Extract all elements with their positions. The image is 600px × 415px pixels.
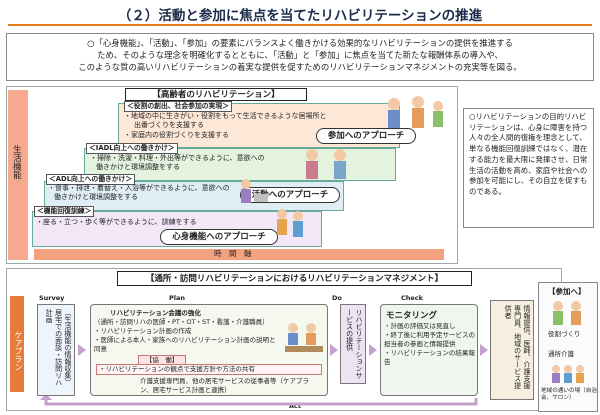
arrow-do-to-check — [369, 344, 377, 356]
stage-do: Do — [332, 294, 342, 302]
care-plan-label: ケアプラン — [10, 296, 24, 392]
iadl-layer-text: ・掃除・洗濯・料理・外出等ができるように、意欲への 働きかけと環境調整をする — [90, 154, 330, 173]
summary-line-1: ○「心身機能」、「活動」、「参加」の要素にバランスよく働きかける効果的なリハビリ… — [87, 38, 513, 48]
stage-survey: Survey — [39, 294, 65, 302]
adl-text-2: 働きかけと環境調整をする — [54, 193, 138, 202]
vertical-axis-label: 生活機能 — [11, 145, 22, 179]
community-place-label: 地域の通いの場（自治会、サロン） — [541, 388, 597, 402]
participation-text-3: ・家庭内の役割づくりを支援する — [124, 130, 229, 139]
elderly-rehab-header: 【高齢者のリハビリテーション】 — [125, 88, 307, 101]
participation-text-2: 出番づくりを支援する — [134, 121, 204, 130]
community-illustration — [552, 365, 584, 383]
role-illustration — [553, 301, 581, 325]
function-approach-pill: 心身機能へのアプローチ — [160, 229, 278, 245]
participation-approach-pill: 参加へのアプローチ — [316, 128, 416, 144]
check-box — [380, 304, 478, 396]
function-layer-label: ＜機能回復訓練＞ — [34, 206, 95, 217]
stage-act: Act — [289, 402, 301, 410]
iadl-text-2: 働きかけと環境調整をする — [96, 163, 180, 172]
time-axis: 時 間 軸 — [34, 249, 444, 260]
participation-layer-label: ＜役割の創出、社会参加の実現＞ — [124, 101, 232, 112]
act-feedback-arrow — [40, 396, 478, 406]
adl-illustration — [241, 179, 268, 203]
role-creation-label: 役割づくり — [548, 330, 581, 338]
participation-layer-text: ・地域の中に生きがい・役割をもって生活できるような居場所と 出番づくりを支援する… — [124, 112, 404, 140]
stage-plan: Plan — [169, 294, 186, 302]
vertical-axis: 生活機能 — [8, 90, 28, 260]
activity-illustration — [306, 149, 346, 179]
participation-illustration — [388, 96, 443, 128]
participation-text-1: ・地域の中に生きがい・役割をもって生活できるような居場所と — [124, 112, 327, 120]
adl-layer-text: ・食事・排泄・着替え・入浴等ができるように、意欲への 働きかけと環境調整をする — [48, 184, 288, 203]
survey-box: （生活機能の情報収集）居宅での面談・訪問リハ計画 — [37, 304, 75, 396]
adl-text-1: ・食事・排泄・着替え・入浴等ができるように、意欲への — [48, 184, 230, 192]
monitoring-items: ・計画の評価又は見直し ・終了後に利用予定サービスの担当者の参画と情報提供 ・リ… — [384, 322, 476, 367]
time-axis-label: 時 間 軸 — [214, 249, 252, 258]
iadl-text-1: ・掃除・洗濯・料理・外出等ができるように、意欲への — [90, 154, 265, 162]
care-manager-text: 介護支援専門員、他の居宅サービスの従事者等（ケアプラン、居宅サービス計画と連携） — [140, 377, 309, 395]
participation-panel-title: 【参加へ】 — [548, 287, 586, 296]
rehab-purpose-note: ○リハビリテーションの目的リハビリテーションは、心身に障害を持つ人々の全人間的復… — [463, 108, 594, 228]
meeting-illustration — [285, 323, 323, 352]
iadl-layer-label: ＜IADL向上への働きかけ＞ — [86, 143, 178, 154]
plan-item-members: （通所・訪問リハの医師・PT・OT・ST・看護・介護職員） — [94, 318, 269, 326]
plan-items: （通所・訪問リハの医師・PT・OT・ST・看護・介護職員） ・リハビリテーション… — [94, 318, 280, 354]
function-illustration — [277, 209, 303, 237]
monitoring-item-evaluate: ・計画の評価又は見直し — [384, 322, 456, 330]
summary-line-3: このような質の高いリハビリテーションの着実な提供を促すためのリハビリテーションマ… — [78, 62, 522, 73]
summary-line-2: ため、そのような理念を明確化するとともに、「活動」と「参加」に焦点を当てた新たな… — [97, 50, 503, 61]
arrow-check-to-info — [480, 344, 488, 356]
rehab-diagram-frame — [6, 86, 458, 264]
plan-item-create: ・リハビリテーション計画の作成 — [94, 327, 192, 336]
day-care-label: 通所介護 — [548, 350, 574, 358]
page-title: （２）活動と参加に焦点を当てたリハビリテーションの推進 — [117, 8, 483, 24]
do-box: リハビリテーションサービスの提供 — [340, 304, 366, 384]
arrow-plan-to-do — [330, 344, 338, 356]
plan-item-consent: ・医師による本人・家族へのリハビリテーション計画の説明と同意 — [94, 336, 276, 354]
monitoring-title: モニタリング — [386, 311, 438, 321]
info-provision-box: 情報提供、医師、介護支援専門員、地域のサービス提供者 — [490, 300, 534, 400]
adl-layer-label: ＜ADL向上への働きかけ＞ — [46, 174, 136, 185]
arrow-survey-to-plan — [78, 344, 86, 356]
participation-panel — [538, 282, 598, 412]
summary-box: ○「心身機能」、「活動」、「参加」の要素にバランスよく働きかける効果的なリハビリ… — [6, 33, 594, 81]
monitoring-item-report: ・リハビリテーションの結果報告 — [384, 349, 475, 367]
cooperation-text: ・リハビリテーションの観点で支援方針や方法の共有 — [96, 364, 322, 376]
function-text-1: ・座る・立つ・歩く等ができるように、訓練をする — [36, 218, 197, 226]
title-underline — [8, 24, 592, 26]
monitoring-item-handover: ・終了後に利用予定サービスの担当者の参画と情報提供 — [384, 331, 475, 349]
stage-check: Check — [401, 294, 423, 302]
plan-title: リハビリテーション会議の強化 — [110, 309, 201, 317]
function-layer-text: ・座る・立つ・歩く等ができるように、訓練をする — [36, 218, 276, 227]
rehab-management-header: 【通所・訪問リハビリテーションにおけるリハビリテーションマネジメント】 — [117, 271, 472, 286]
